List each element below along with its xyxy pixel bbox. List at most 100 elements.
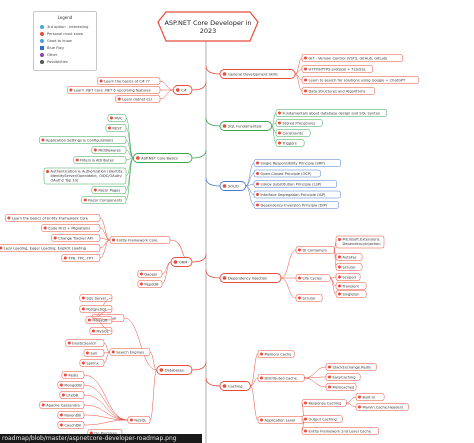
- leaf-node[interactable]: Redis: [61, 371, 85, 379]
- category-csharp[interactable]: C#: [172, 85, 193, 95]
- category-general-dev[interactable]: General Development Skills: [219, 69, 296, 79]
- leaf-node[interactable]: RepoDB: [137, 280, 163, 288]
- topic-label: REST: [112, 126, 122, 130]
- leaf-node[interactable]: Razor Pages: [91, 186, 127, 194]
- url-bar[interactable]: roadmap/blob/master/aspnetcore-developer…: [0, 434, 202, 443]
- leaf-node[interactable]: Singleton: [335, 290, 367, 298]
- priority-dot-icon: [41, 138, 45, 142]
- leaf-node[interactable]: EasyCaching: [325, 373, 361, 381]
- subtopic-node[interactable]: Response Caching: [301, 399, 347, 407]
- category-solid[interactable]: SOLID: [219, 181, 247, 191]
- category-databases[interactable]: Databases: [156, 365, 193, 375]
- leaf-node[interactable]: Output Caching: [301, 415, 343, 423]
- leaf-node[interactable]: Entity Framework 2nd Level Cache: [301, 427, 379, 435]
- leaf-node[interactable]: Microsoft.Extensions.DependencyInjection…: [335, 235, 385, 249]
- leaf-node[interactable]: REST: [105, 124, 127, 132]
- leaf-node[interactable]: Scoped: [335, 273, 361, 281]
- leaf-node[interactable]: AutoFac: [335, 253, 363, 261]
- priority-dot-icon: [63, 373, 67, 377]
- leaf-node[interactable]: Built-in: [355, 393, 385, 401]
- category-orm[interactable]: ORM: [170, 257, 193, 267]
- priority-dot-icon: [173, 260, 178, 264]
- leaf-node[interactable]: Sphinx: [79, 359, 105, 367]
- leaf-node[interactable]: Solr: [83, 349, 105, 357]
- leaf-node[interactable]: Change Tracker API: [51, 234, 101, 242]
- legend-item-label: 3rd option - interesting: [47, 25, 89, 29]
- leaf-node[interactable]: Learn to search for solutions using Goog…: [301, 76, 420, 84]
- subtopic-node[interactable]: Life Cycles: [295, 274, 331, 282]
- leaf-node[interactable]: Apache Cassandra: [39, 401, 85, 409]
- leaf-node[interactable]: Code First + Migrations: [41, 224, 101, 232]
- priority-dot-icon: [304, 89, 307, 93]
- leaf-node[interactable]: Filters & Attributes: [73, 156, 127, 164]
- topic-label-line: OAuth2 Top 10): [51, 179, 79, 183]
- leaf-node[interactable]: Middlewares: [91, 146, 127, 154]
- priority-dot-icon: [222, 276, 227, 280]
- leaf-node[interactable]: Razor Components: [81, 196, 127, 204]
- leaf-node[interactable]: Application Settings & Configurations: [39, 136, 127, 144]
- priority-dot-icon: [111, 350, 115, 354]
- topic-label: Singleton: [343, 292, 360, 296]
- category-di[interactable]: Dependency Injection: [219, 273, 282, 283]
- leaf-node[interactable]: Liskov Substitution Principle (LSP): [253, 180, 337, 188]
- subtopic-node[interactable]: NoSQL: [127, 416, 151, 424]
- leaf-node[interactable]: RavenDB: [57, 411, 85, 419]
- category-sql[interactable]: SQL Fundamentals: [219, 121, 273, 131]
- priority-dot-icon: [338, 284, 341, 288]
- priority-dot-icon: [304, 401, 307, 405]
- priority-dot-icon: [139, 282, 143, 286]
- legend-item-label: Other: [47, 53, 58, 57]
- subtopic-node[interactable]: Memory Cache: [257, 350, 295, 358]
- leaf-node[interactable]: Learn the basics of Entity Framework Cor…: [5, 214, 101, 222]
- leaf-node[interactable]: Memcached: [325, 383, 357, 391]
- leaf-node[interactable]: MVC: [107, 114, 127, 122]
- leaf-node[interactable]: Open-Closed Principle (OCP): [253, 169, 321, 178]
- priority-dot-icon: [69, 88, 73, 92]
- priority-dot-icon: [0, 246, 3, 250]
- leaf-node[interactable]: Transient: [335, 282, 367, 290]
- subtopic-node[interactable]: Distributed Cache: [257, 374, 305, 382]
- leaf-node[interactable]: Marvin.Cache.Headers: [355, 403, 409, 411]
- legend-item: Other: [40, 52, 57, 58]
- leaf-node[interactable]: SQL Server: [79, 294, 113, 302]
- legend-item: Possibilities: [40, 59, 68, 65]
- subtopic-node[interactable]: Application Level: [257, 416, 305, 424]
- leaf-node[interactable]: Constraints: [275, 129, 311, 137]
- leaf-node[interactable]: Stored Procedures: [275, 119, 323, 127]
- leaf-node[interactable]: CouchDB: [57, 421, 85, 429]
- subtopic-node[interactable]: Search Engines: [109, 348, 151, 356]
- leaf-node[interactable]: StackExchange.Redis: [325, 363, 377, 371]
- leaf-node[interactable]: Learn dotnet CLI: [115, 95, 161, 103]
- leaf-node[interactable]: TPH, TPC, TPT: [61, 254, 101, 262]
- category-ef-core[interactable]: Entity Framework Core: [109, 236, 171, 244]
- leaf-node[interactable]: PostgreSQL: [79, 305, 113, 313]
- leaf-node[interactable]: Authentication & Authorization (Identity…: [43, 167, 127, 185]
- category-caching[interactable]: Caching: [219, 381, 251, 391]
- leaf-node[interactable]: Triggers: [275, 139, 305, 147]
- leaf-node[interactable]: MySQL: [89, 327, 113, 335]
- leaf-node[interactable]: ElasticSearch: [65, 339, 105, 347]
- topic-label: Single Responsibility Principle (SRP): [261, 161, 326, 165]
- topic-label: Change Tracker API: [58, 236, 93, 240]
- leaf-node[interactable]: GIT - Version Control (VSTS, GitHub, Git…: [301, 54, 403, 62]
- leaf-node[interactable]: Dependency Inversion Principle (DIP): [253, 201, 339, 209]
- topic-label: Scrutor: [343, 265, 357, 269]
- leaf-node[interactable]: HTTP/HTTPS protocol + TLS/SSL: [301, 65, 373, 73]
- leaf-node[interactable]: Single Responsibility Principle (SRP): [253, 159, 341, 167]
- leaf-node[interactable]: Learn the basics of C# ??: [97, 77, 161, 85]
- leaf-node[interactable]: MongoDB: [57, 381, 85, 389]
- leaf-node[interactable]: Interface Segregation Principle (ISP): [253, 190, 341, 199]
- leaf-node[interactable]: Dapper: [137, 270, 163, 278]
- leaf-node[interactable]: Data Structures and Algorithms: [301, 87, 375, 95]
- legend-item: 3rd option - interesting: [40, 24, 88, 30]
- subtopic-node[interactable]: DI Containers: [295, 246, 335, 254]
- priority-dot-icon: [338, 292, 341, 296]
- leaf-node[interactable]: LiteDB: [59, 391, 85, 399]
- category-aspnet-basics[interactable]: ASP.NET Core Basics: [132, 153, 193, 163]
- subtopic-node[interactable]: Scrutor: [295, 294, 323, 302]
- leaf-node[interactable]: Learn .NET Core .NET 6 upcoming features: [67, 86, 161, 94]
- leaf-node[interactable]: Fundamentals about database design and S…: [275, 109, 388, 117]
- leaf-node[interactable]: Scrutor: [335, 263, 363, 271]
- leaf-node[interactable]: Lazy Loading, Eager Loading, Explicit Lo…: [0, 244, 101, 252]
